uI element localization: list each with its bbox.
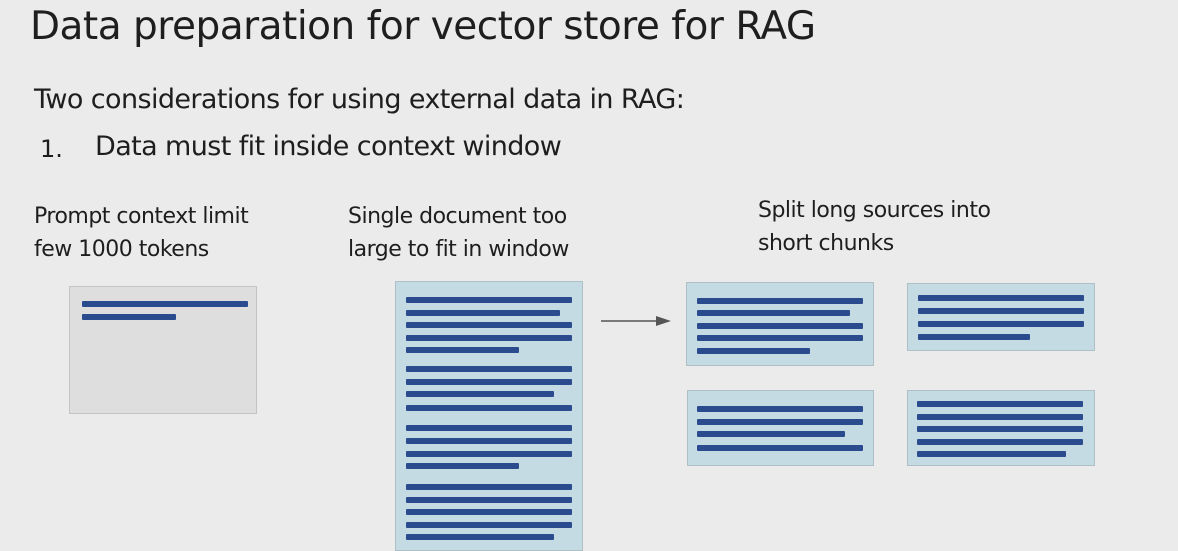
text-line <box>697 335 863 341</box>
text-line <box>82 314 176 320</box>
text-line <box>918 295 1084 301</box>
text-line <box>918 334 1030 340</box>
slide-title: Data preparation for vector store for RA… <box>30 4 816 49</box>
chunk-1 <box>686 282 874 366</box>
text-line <box>406 497 572 503</box>
text-line <box>918 308 1084 314</box>
text-line <box>406 335 572 341</box>
slide-subtitle: Two considerations for using external da… <box>34 84 685 115</box>
chunk-4 <box>907 390 1095 466</box>
caption-line: Split long sources into <box>758 198 991 223</box>
list-item-text: Data must fit inside context window <box>95 131 562 162</box>
text-line <box>406 391 554 397</box>
caption-line: few 1000 tokens <box>34 237 209 262</box>
text-line <box>406 484 572 490</box>
text-line <box>697 298 863 304</box>
text-line <box>917 426 1083 432</box>
caption-single-document: Single document too large to fit in wind… <box>348 200 569 266</box>
arrow-right-icon <box>601 316 671 326</box>
list-item-number: 1. <box>40 135 63 163</box>
text-line <box>697 406 863 412</box>
text-line <box>697 323 863 329</box>
large-document <box>395 281 583 551</box>
text-line <box>917 451 1066 457</box>
caption-line: Single document too <box>348 204 567 229</box>
text-line <box>917 414 1083 420</box>
text-line <box>82 301 248 307</box>
text-line <box>697 348 810 354</box>
text-line <box>917 439 1083 445</box>
text-line <box>406 310 560 316</box>
text-line <box>917 401 1083 407</box>
text-line <box>406 366 572 372</box>
caption-prompt-limit: Prompt context limit few 1000 tokens <box>34 200 249 266</box>
text-line <box>406 405 572 411</box>
context-window-box <box>69 286 257 414</box>
caption-line: Prompt context limit <box>34 204 249 229</box>
text-line <box>697 445 863 451</box>
text-line <box>406 438 572 444</box>
caption-line: short chunks <box>758 231 894 256</box>
text-line <box>406 522 572 528</box>
text-line <box>406 379 572 385</box>
chunk-2 <box>907 283 1095 351</box>
text-line <box>406 463 519 469</box>
text-line <box>406 451 572 457</box>
text-line <box>406 509 572 515</box>
text-line <box>697 419 863 425</box>
text-line <box>406 534 554 540</box>
text-line <box>406 425 572 431</box>
caption-split: Split long sources into short chunks <box>758 194 991 260</box>
chunk-3 <box>687 390 874 466</box>
caption-line: large to fit in window <box>348 237 569 262</box>
text-line <box>406 297 572 303</box>
text-line <box>406 347 519 353</box>
text-line <box>697 310 850 316</box>
text-line <box>697 431 845 437</box>
text-line <box>918 321 1084 327</box>
text-line <box>406 322 572 328</box>
